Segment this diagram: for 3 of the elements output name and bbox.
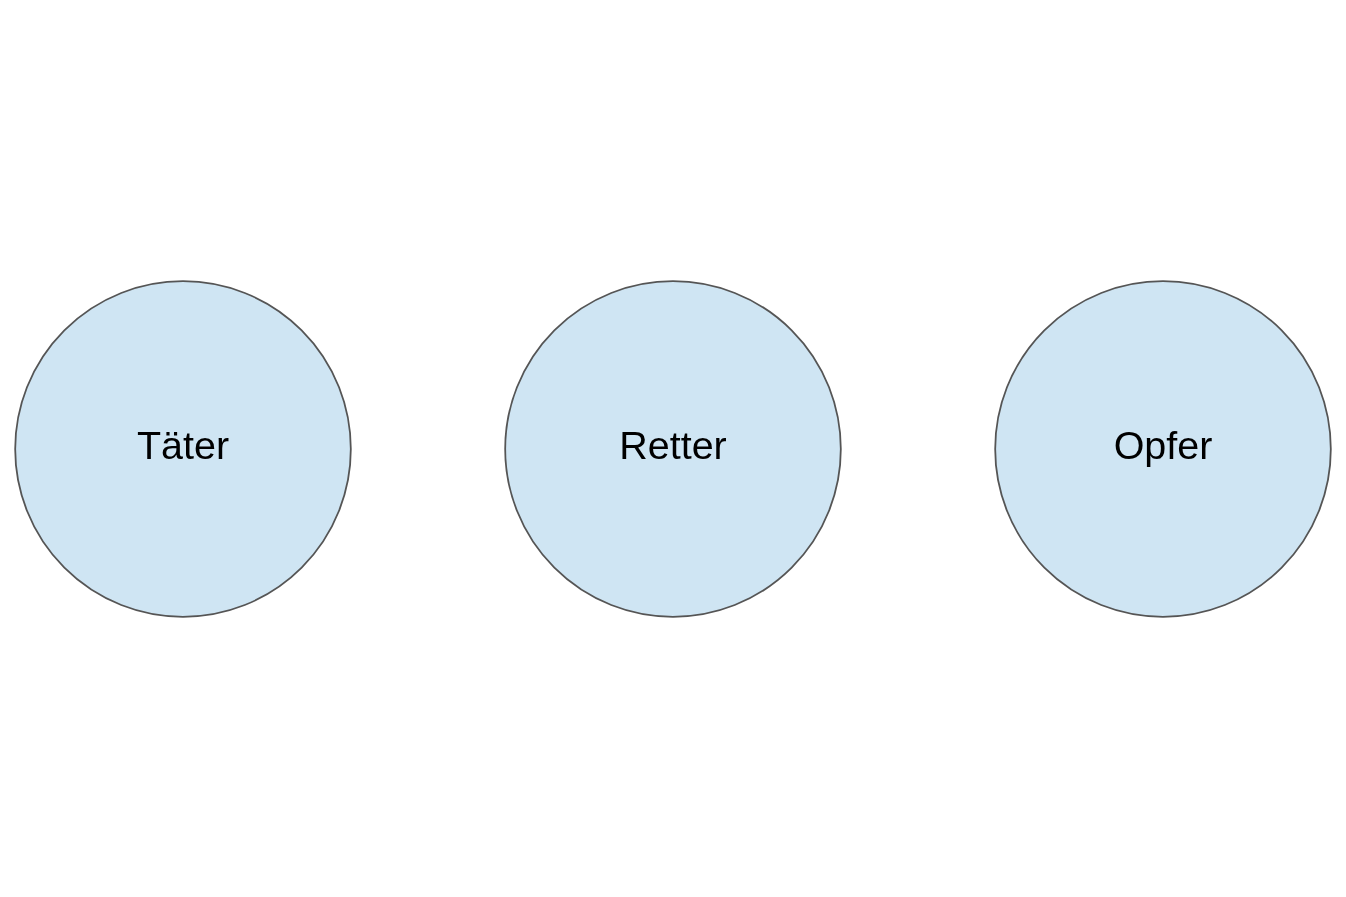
node-circle: Retter <box>504 279 842 618</box>
node-circle: Opfer <box>994 279 1332 618</box>
node-circle: Täter <box>14 279 352 618</box>
